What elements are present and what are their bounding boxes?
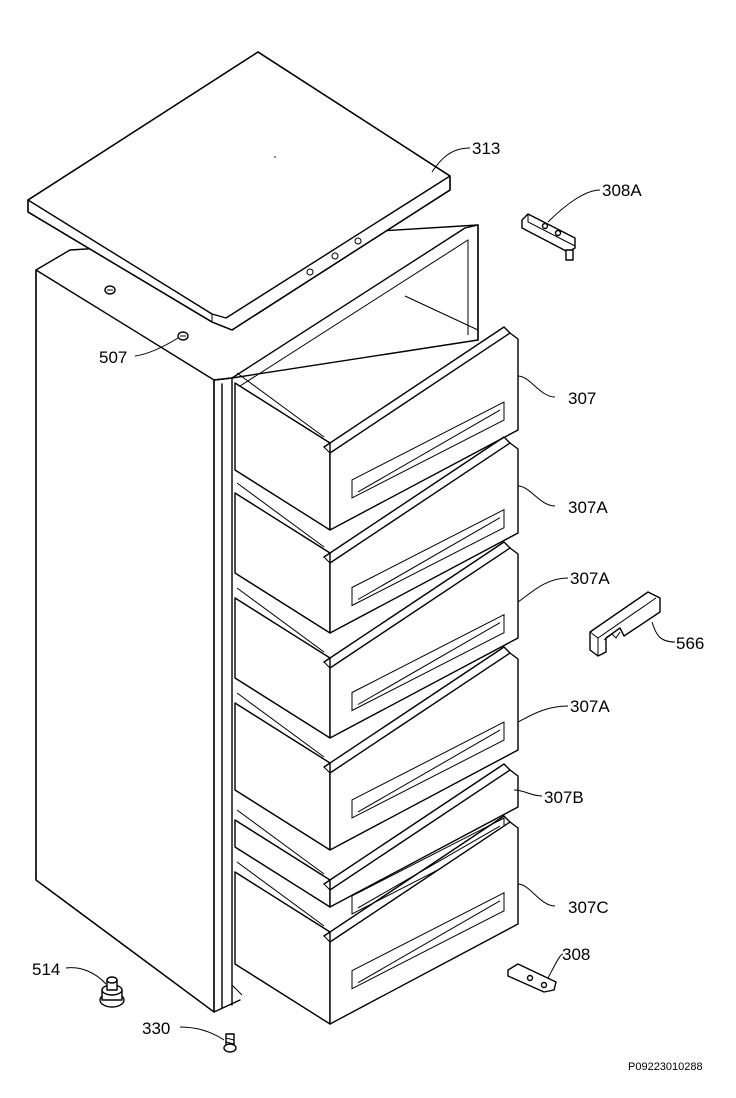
drawer-307a-1 [234,436,519,634]
drawer-307a-2 [234,541,519,739]
leader-lines [65,147,676,1041]
label-307b: 307B [544,788,584,807]
top-cover [27,51,451,331]
label-307a-2: 307A [570,569,610,588]
drawer-stack [234,326,519,1025]
drawer-307a-3 [234,646,519,851]
label-307: 307 [568,389,596,408]
lower-hinge [507,963,557,993]
label-308: 308 [562,945,590,964]
label-313: 313 [472,139,500,158]
label-330: 330 [142,1019,170,1038]
upper-hinge [521,213,576,261]
label-308a: 308A [602,181,642,200]
label-566: 566 [676,634,704,653]
top-screws [104,285,189,341]
label-514: 514 [32,960,60,979]
label-307c: 307C [568,898,609,917]
adjustable-foot [99,976,125,1008]
drawer-307b [234,763,519,915]
part-labels: 313 308A 507 307 307A 307A 307A 307B 307… [32,139,704,1073]
handle-insert-part [589,591,661,657]
label-307a-1: 307A [568,498,608,517]
drawer-307 [234,326,519,531]
drawing-code: P09223010288 [628,1061,703,1073]
drawer-307c [234,815,519,1025]
label-507: 507 [99,348,127,367]
bottom-screw [223,1033,237,1053]
label-307a-3: 307A [570,697,610,716]
